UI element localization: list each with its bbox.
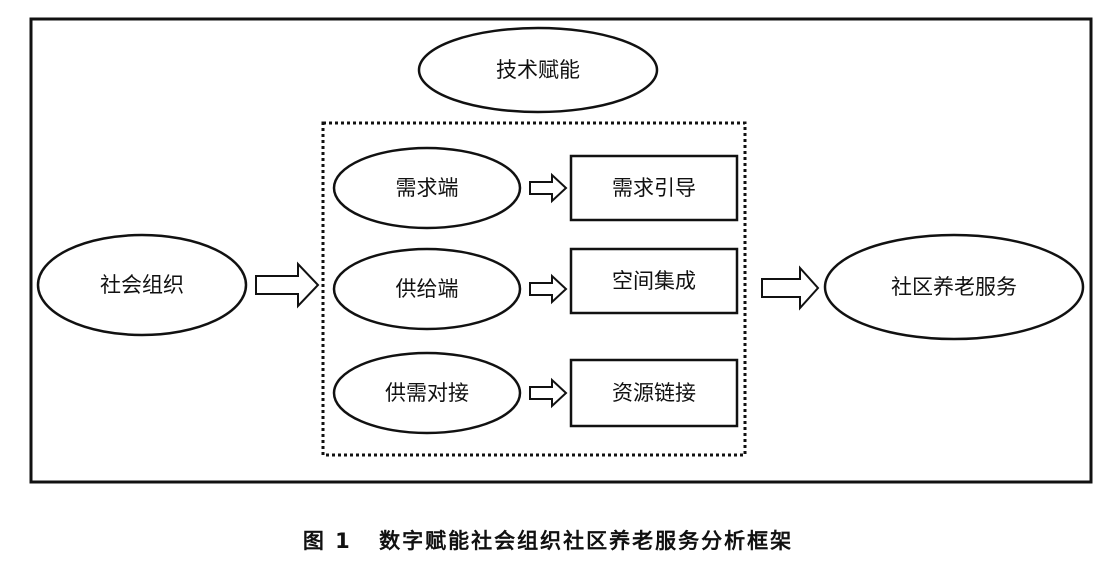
- node-supply-side-shape: [332, 247, 522, 331]
- arrow-organization-to-group: [255, 261, 320, 309]
- node-demand-side-label: 需求端: [396, 176, 459, 200]
- node-demand-side-shape: [332, 146, 522, 230]
- node-resource-linking-label: 资源链接: [612, 381, 696, 405]
- arrow-group-to-service: [761, 265, 820, 311]
- arrow-matching: [529, 377, 568, 409]
- figure-caption: 图 1 数字赋能社会组织社区养老服务分析框架: [303, 529, 793, 553]
- node-space-integration-label: 空间集成: [612, 269, 696, 293]
- node-technology-empowerment: 技术赋能: [417, 26, 659, 114]
- row-supply-demand-matching: 供需对接 资源链接: [332, 351, 739, 435]
- node-technology-empowerment-label: 技术赋能: [496, 58, 580, 82]
- outer-frame: [29, 17, 1093, 484]
- node-community-elderly-care-label: 社区养老服务: [891, 275, 1017, 299]
- node-demand-guidance-label: 需求引导: [612, 176, 696, 200]
- row-supply: 供给端 空间集成: [332, 247, 739, 331]
- node-community-elderly-care-shape: [823, 233, 1085, 341]
- node-social-organization-label: 社会组织: [100, 273, 184, 297]
- row-demand: 需求端 需求引导: [332, 146, 739, 230]
- node-matching-shape: [332, 351, 522, 435]
- node-social-organization-shape: [36, 233, 248, 337]
- node-social-organization: 社会组织: [36, 233, 248, 337]
- arrow-supply: [529, 273, 568, 305]
- inner-group-dotted-frame: [321, 121, 747, 457]
- node-supply-side-label: 供给端: [396, 277, 459, 301]
- node-matching-label: 供需对接: [385, 381, 469, 405]
- arrow-demand: [529, 172, 568, 204]
- node-demand-guidance-shape: [569, 154, 739, 222]
- node-space-integration-shape: [569, 247, 739, 315]
- figure-number: 图 1: [303, 529, 352, 553]
- figure-title: 数字赋能社会组织社区养老服务分析框架: [379, 529, 793, 553]
- node-technology-empowerment-shape: [417, 26, 659, 114]
- node-resource-linking-shape: [569, 358, 739, 428]
- node-community-elderly-care: 社区养老服务: [823, 233, 1085, 341]
